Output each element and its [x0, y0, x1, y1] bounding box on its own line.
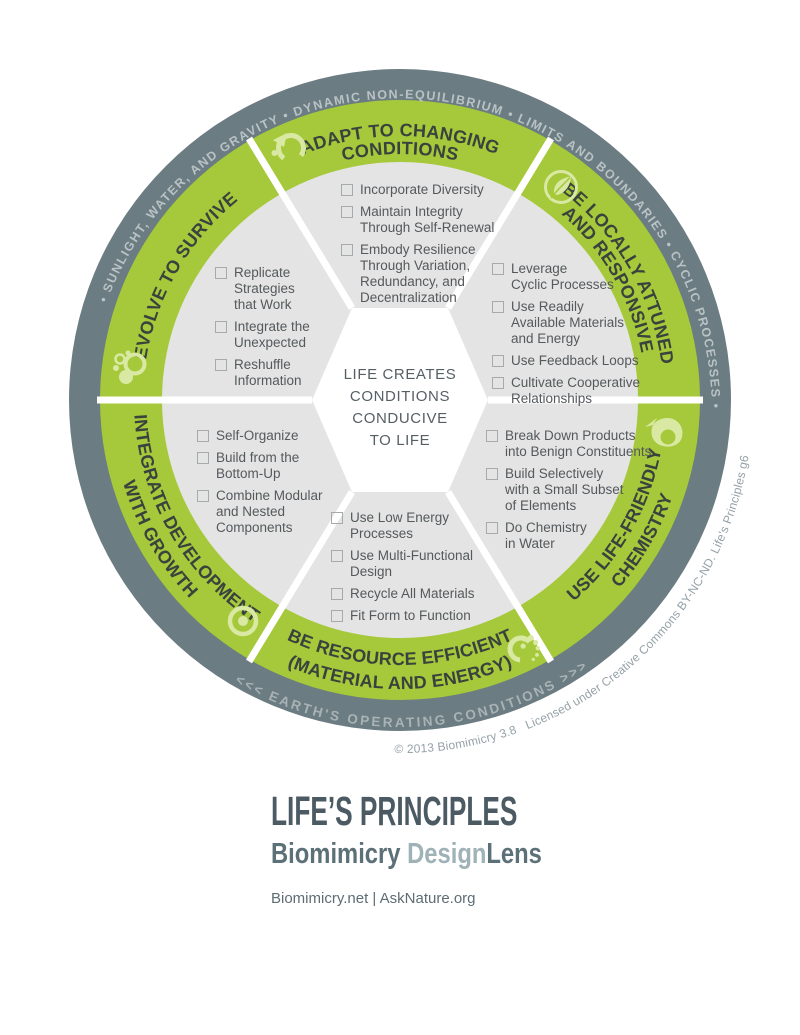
checkbox-icon [331, 550, 343, 562]
checklist-item: Use Low Energy Processes [331, 510, 503, 542]
divider-bottom-right [445, 490, 554, 664]
subtitle-biomimicry: Biomimicry [271, 838, 408, 870]
checkbox-icon [215, 267, 227, 279]
leaf-icon [544, 170, 578, 204]
checkbox-icon [215, 321, 227, 333]
checklist-locally-attuned: Leverage Cyclic Processes Use Readily Av… [492, 261, 657, 407]
checklist-item: Leverage Cyclic Processes [492, 261, 657, 293]
checkbox-icon [492, 355, 504, 367]
recycle-dots-icon [507, 634, 540, 663]
bubbles-icon [113, 350, 147, 384]
checkbox-icon [486, 522, 498, 534]
checkbox-icon [215, 359, 227, 371]
checklist-item: Recycle All Materials [331, 586, 503, 602]
checkbox-icon [331, 610, 343, 622]
checklist-adapt: Incorporate Diversity Maintain Integrity… [341, 182, 513, 306]
subtitle-design: Design [407, 838, 487, 870]
checklist-item: Integrate the Unexpected [215, 319, 340, 351]
page-title: LIFE’S PRINCIPLES [271, 788, 518, 834]
checklist-item: Use Readily Available Materials and Ener… [492, 299, 657, 347]
segment-dividers [97, 136, 703, 664]
checklist-integrate-development: Self-Organize Build from the Bottom-Up C… [197, 428, 362, 536]
checklist-item: Cultivate Cooperative Relationships [492, 375, 657, 407]
checkbox-icon [197, 430, 209, 442]
target-icon [227, 605, 259, 637]
page-subtitle: Biomimicry DesignLens [271, 838, 542, 871]
wheel-svg: • SUNLIGHT, WATER, AND GRAVITY • DYNAMIC… [69, 69, 751, 756]
checkbox-icon [341, 244, 353, 256]
checklist-item: Replicate Strategies that Work [215, 265, 340, 313]
checklist-item: Build Selectively with a Small Subset of… [486, 466, 664, 514]
checklist-item: Maintain Integrity Through Self-Renewal [341, 204, 513, 236]
checklist-item: Break Down Products into Benign Constitu… [486, 428, 664, 460]
checkbox-icon [341, 206, 353, 218]
checkbox-icon [331, 588, 343, 600]
divider-bottom-left [246, 490, 355, 664]
checkbox-icon [492, 377, 504, 389]
checklist-chemistry: Break Down Products into Benign Constitu… [486, 428, 664, 552]
checkbox-icon [341, 184, 353, 196]
cycle-arrow-icon [271, 133, 306, 163]
droplet-icon [645, 418, 683, 447]
checklist-resource-efficient: Use Low Energy Processes Use Multi-Funct… [331, 510, 503, 624]
checklist-item: Use Feedback Loops [492, 353, 657, 369]
checkbox-icon [492, 263, 504, 275]
checkbox-icon [197, 490, 209, 502]
checklist-evolve: Replicate Strategies that Work Integrate… [215, 265, 340, 389]
checkbox-icon [492, 301, 504, 313]
checklist-item: Fit Form to Function [331, 608, 503, 624]
checklist-item: Incorporate Diversity [341, 182, 513, 198]
checklist-item: Embody Resilience Through Variation, Red… [341, 242, 513, 306]
footer-links: Biomimicry.net | AskNature.org [271, 890, 476, 907]
checklist-item: Reshuffle Information [215, 357, 340, 389]
checkbox-icon [486, 468, 498, 480]
subtitle-lens: Lens [486, 838, 542, 870]
center-message: LIFE CREATES CONDITIONS CONDUCIVE TO LIF… [343, 366, 457, 449]
divider-top-left [246, 136, 355, 310]
divider-top-right [445, 136, 554, 310]
checkbox-icon [197, 452, 209, 464]
checklist-item: Build from the Bottom-Up [197, 450, 362, 482]
lifes-principles-wheel: • SUNLIGHT, WATER, AND GRAVITY • DYNAMIC… [69, 69, 751, 756]
checkbox-icon [331, 512, 343, 524]
checklist-item: Do Chemistry in Water [486, 520, 664, 552]
checklist-item: Self-Organize [197, 428, 362, 444]
footer-title-block: LIFE’S PRINCIPLES Biomimicry DesignLens … [271, 788, 656, 907]
checkbox-icon [486, 430, 498, 442]
center-hexagon [312, 308, 488, 492]
checklist-item: Combine Modular and Nested Components [197, 488, 362, 536]
checklist-item: Use Multi-Functional Design [331, 548, 503, 580]
